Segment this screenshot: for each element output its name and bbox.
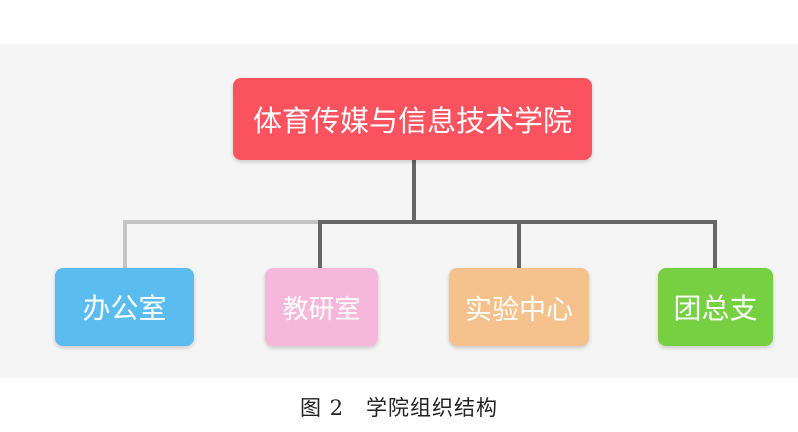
child-node-youth-league: 团总支 — [658, 268, 773, 346]
child-node-teaching-office: 教研室 — [265, 268, 378, 346]
root-node-college: 体育传媒与信息技术学院 — [233, 78, 592, 160]
child-node-office: 办公室 — [55, 268, 194, 346]
figure-caption: 图 2 学院组织结构 — [299, 396, 499, 420]
child-node-lab-center: 实验中心 — [449, 268, 589, 346]
